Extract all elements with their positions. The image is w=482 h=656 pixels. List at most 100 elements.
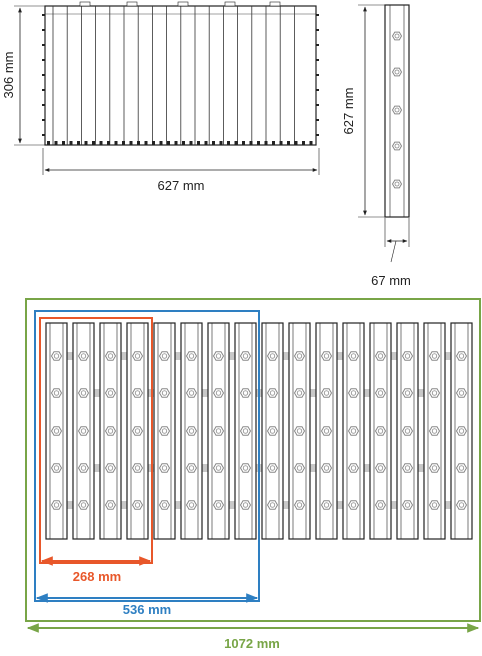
cell bbox=[315, 322, 338, 540]
side-bump bbox=[316, 44, 319, 46]
side-height-dimension: 627 mm bbox=[341, 4, 386, 218]
side-depth-label: 67 mm bbox=[371, 273, 411, 288]
base-tooth bbox=[174, 141, 178, 145]
busbar bbox=[191, 464, 219, 472]
terminal-icon bbox=[320, 500, 333, 510]
vent-icon bbox=[401, 426, 414, 436]
vent-icon bbox=[158, 426, 171, 436]
busbar bbox=[380, 352, 408, 360]
base-tooth bbox=[264, 141, 268, 145]
base-tooth bbox=[212, 141, 215, 145]
base-tooth bbox=[137, 141, 140, 145]
side-bump bbox=[316, 89, 319, 91]
side-bump bbox=[42, 59, 45, 61]
busbar bbox=[164, 352, 192, 360]
terminal-icon bbox=[293, 500, 306, 510]
busbar bbox=[299, 389, 327, 397]
busbar bbox=[191, 389, 219, 397]
vent-icon bbox=[347, 426, 360, 436]
side-height-label: 627 mm bbox=[341, 88, 356, 135]
busbar bbox=[83, 389, 111, 397]
base-tooth bbox=[309, 141, 313, 145]
cell bbox=[153, 322, 176, 540]
terminal-icon bbox=[455, 351, 468, 361]
cell bbox=[126, 322, 149, 540]
vent-icon bbox=[50, 426, 63, 436]
vent-icon bbox=[428, 426, 441, 436]
busbars bbox=[56, 352, 462, 509]
base-tooth bbox=[234, 141, 238, 145]
side-bump bbox=[42, 134, 45, 136]
base-tooth bbox=[279, 141, 283, 145]
terminal-icon bbox=[77, 463, 90, 473]
terminal-icon bbox=[158, 351, 171, 361]
busbar bbox=[326, 501, 354, 509]
base-tooth bbox=[227, 141, 230, 145]
full-width-dimension: 1072 mm bbox=[26, 623, 480, 651]
side-bump bbox=[42, 74, 45, 76]
terminal-icon bbox=[104, 500, 117, 510]
side-view bbox=[384, 4, 410, 218]
base-tooth bbox=[182, 141, 185, 145]
vent-icon bbox=[239, 426, 252, 436]
terminal-icon bbox=[455, 463, 468, 473]
cell bbox=[99, 322, 122, 540]
quarter-width-dimension: 268 mm bbox=[40, 556, 152, 584]
terminal-icon bbox=[428, 351, 441, 361]
terminal-icon bbox=[212, 351, 225, 361]
vent-icon bbox=[455, 426, 468, 436]
terminal-icon bbox=[131, 463, 144, 473]
terminal-icon bbox=[212, 388, 225, 398]
side-terminal-icon bbox=[391, 31, 403, 41]
side-bump bbox=[42, 119, 45, 121]
full-width-label: 1072 mm bbox=[224, 636, 280, 651]
busbar bbox=[434, 501, 462, 509]
full-module-outline bbox=[25, 298, 481, 622]
top-view bbox=[45, 322, 473, 540]
cell bbox=[396, 322, 419, 540]
base-tooth bbox=[257, 141, 260, 145]
busbar bbox=[218, 501, 246, 509]
terminal-icon bbox=[266, 500, 279, 510]
terminal-icon bbox=[428, 500, 441, 510]
side-terminal-icon bbox=[391, 179, 403, 189]
terminal-icon bbox=[158, 388, 171, 398]
terminal-icon bbox=[50, 500, 63, 510]
terminal-icon bbox=[104, 388, 117, 398]
terminal-icon bbox=[185, 388, 198, 398]
busbar bbox=[407, 464, 435, 472]
side-bump bbox=[316, 14, 319, 16]
vent-icon bbox=[77, 426, 90, 436]
base-tooth bbox=[272, 141, 275, 145]
base-tooth bbox=[294, 141, 298, 145]
base-tooth bbox=[197, 141, 200, 145]
busbar bbox=[353, 464, 381, 472]
vent-icon bbox=[104, 426, 117, 436]
terminal-icon bbox=[455, 388, 468, 398]
cell bbox=[450, 322, 473, 540]
side-bump bbox=[42, 104, 45, 106]
busbar bbox=[164, 501, 192, 509]
base-tooth bbox=[69, 141, 73, 145]
base-tooth bbox=[62, 141, 65, 145]
terminal-icon bbox=[347, 463, 360, 473]
cell bbox=[72, 322, 95, 540]
base-tooth bbox=[302, 141, 305, 145]
terminal-icon bbox=[428, 388, 441, 398]
base-tooth bbox=[92, 141, 95, 145]
terminal-icon bbox=[131, 388, 144, 398]
half-width-dimension: 536 mm bbox=[35, 593, 259, 617]
base-tooth bbox=[114, 141, 118, 145]
terminal-icon bbox=[50, 351, 63, 361]
top-tab bbox=[79, 1, 91, 7]
vent-icon bbox=[131, 426, 144, 436]
top-tab bbox=[224, 1, 236, 7]
terminal-icon bbox=[266, 463, 279, 473]
busbar bbox=[56, 501, 84, 509]
vent-icon bbox=[374, 426, 387, 436]
side-terminal-icon bbox=[391, 105, 403, 115]
cell bbox=[45, 322, 68, 540]
base-tooth bbox=[47, 141, 50, 145]
vent-icon bbox=[185, 426, 198, 436]
